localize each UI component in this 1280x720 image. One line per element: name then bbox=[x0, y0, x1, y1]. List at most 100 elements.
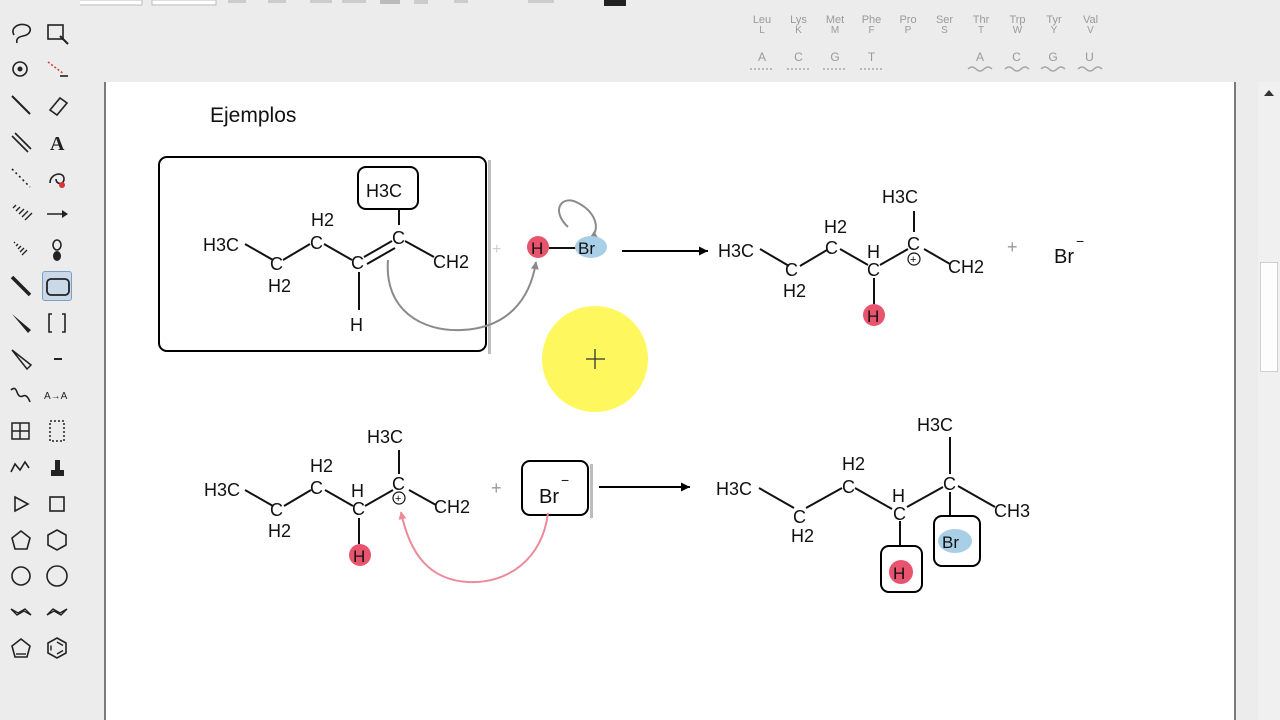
nucleotide-letter: T bbox=[867, 50, 876, 64]
bracket-icon bbox=[48, 312, 66, 333]
heading: Ejemplos bbox=[210, 104, 296, 127]
tool-wedge-bond[interactable] bbox=[6, 308, 36, 338]
svg-text:C: C bbox=[793, 507, 806, 527]
tool-pen[interactable] bbox=[42, 163, 72, 193]
lasso-icon bbox=[12, 23, 32, 44]
nucleotide-nucleotides_right-c[interactable]: C bbox=[1002, 50, 1032, 74]
scroll-thumb[interactable] bbox=[1260, 262, 1278, 372]
chair-1-icon bbox=[10, 608, 32, 617]
tool-hexagon-ring[interactable] bbox=[42, 525, 72, 555]
tool-multiple-bond[interactable] bbox=[6, 127, 36, 157]
tool-lasso[interactable] bbox=[6, 18, 36, 48]
tool-pentagon-ring[interactable] bbox=[6, 525, 36, 555]
vertical-scrollbar[interactable] bbox=[1258, 82, 1280, 720]
amino-acid-code: Met bbox=[825, 14, 845, 26]
tool-solid-bond[interactable] bbox=[6, 90, 36, 120]
nucleotide-nucleotides_left-g[interactable]: G bbox=[820, 50, 850, 74]
nucleotide-nucleotides_left-c[interactable]: C bbox=[784, 50, 814, 74]
amino-acid-code: Val bbox=[1082, 14, 1099, 26]
svg-text:C: C bbox=[893, 504, 906, 524]
tool-mass-fragment[interactable] bbox=[42, 54, 72, 84]
reactant-2-h: H bbox=[353, 547, 365, 566]
tool-stamp[interactable] bbox=[42, 452, 72, 482]
svg-text:H: H bbox=[892, 486, 905, 506]
svg-text:C: C bbox=[352, 499, 365, 519]
tool-cyclooctane[interactable] bbox=[42, 561, 72, 591]
tool-cyclopentadiene[interactable] bbox=[6, 633, 36, 663]
drawing-elements-icon bbox=[46, 278, 70, 297]
cyclopentadiene-icon bbox=[11, 638, 31, 659]
methyl-label: H3C bbox=[366, 181, 402, 201]
tool-dashed-bond[interactable] bbox=[6, 163, 36, 193]
hashed-bond-icon bbox=[12, 204, 33, 221]
tool-hollow-wedge[interactable] bbox=[6, 344, 36, 374]
reactant-selection-box[interactable] bbox=[158, 156, 487, 352]
dotted-strand-icon bbox=[859, 68, 884, 70]
tool-charge[interactable] bbox=[42, 344, 72, 374]
drawing-canvas[interactable]: Ejemplos H3C H2 C C H2 C C CH2 H H3C bbox=[104, 82, 1236, 720]
wedge-bond-icon bbox=[12, 313, 31, 333]
tool-arrow-tool[interactable] bbox=[42, 199, 72, 229]
tool-eraser[interactable] bbox=[42, 90, 72, 120]
carbocation-charge-2 bbox=[392, 491, 406, 505]
tool-bold-bond[interactable] bbox=[6, 271, 36, 301]
amino-acid-letter: W bbox=[1012, 25, 1023, 36]
multiple-bond-icon bbox=[11, 132, 32, 153]
hbr-br: Br bbox=[578, 239, 595, 258]
triangle-icon bbox=[14, 495, 30, 512]
nucleotide-nucleotides_left-a[interactable]: A bbox=[747, 50, 777, 74]
tool-chair-2[interactable] bbox=[42, 597, 72, 627]
tool-orbital[interactable] bbox=[42, 235, 72, 265]
tool-cycloheptane[interactable] bbox=[6, 561, 36, 591]
nucleotide-letter: G bbox=[830, 50, 840, 64]
amino-acid-code: Phe bbox=[861, 14, 882, 26]
amino-acid-code: Thr bbox=[972, 14, 990, 26]
tool-wavy-bond[interactable] bbox=[6, 380, 36, 410]
svg-text:CH3: CH3 bbox=[994, 501, 1030, 521]
nucleotide-nucleotides_left-t[interactable]: T bbox=[857, 50, 887, 74]
tool-bracket[interactable] bbox=[42, 308, 72, 338]
tool-structure-perspective[interactable] bbox=[6, 54, 36, 84]
stamp-icon bbox=[51, 460, 64, 477]
hexagon-ring-icon bbox=[47, 528, 67, 551]
solid-bond-icon bbox=[11, 95, 31, 116]
tool-table[interactable] bbox=[6, 416, 36, 446]
svg-text:CH2: CH2 bbox=[948, 257, 984, 277]
methyl-box[interactable] bbox=[357, 166, 419, 210]
reaction-2: H3C H2 C C H2 H C C H3C CH2 + H + Br − bbox=[204, 415, 1030, 593]
tool-benzene[interactable] bbox=[42, 633, 72, 663]
tool-atom-map[interactable]: A→A bbox=[42, 380, 72, 410]
tool-hashed-wedge[interactable] bbox=[6, 235, 36, 265]
tool-hashed-bond[interactable] bbox=[6, 199, 36, 229]
scroll-up-button[interactable] bbox=[1258, 82, 1280, 104]
tool-chair-1[interactable] bbox=[6, 597, 36, 627]
nucleotide-nucleotides_right-a[interactable]: A bbox=[965, 50, 995, 74]
tool-tlc-plate[interactable] bbox=[42, 416, 72, 446]
tool-square-ring[interactable] bbox=[42, 489, 72, 519]
tool-chain[interactable] bbox=[6, 452, 36, 482]
nucleotide-nucleotides_right-g[interactable]: G bbox=[1038, 50, 1068, 74]
svg-text:C: C bbox=[392, 228, 405, 248]
wavy-strand-icon bbox=[1040, 66, 1066, 72]
amino-acid-letter: K bbox=[795, 25, 802, 36]
plus-sign: + bbox=[1007, 237, 1018, 257]
tool-triangle[interactable] bbox=[6, 489, 36, 519]
carbocation-charge bbox=[907, 252, 921, 266]
bromide-box[interactable] bbox=[521, 460, 589, 516]
tool-text[interactable]: A bbox=[42, 127, 72, 157]
tool-drawing-elements[interactable] bbox=[42, 271, 72, 302]
nucleotide-nucleotides_right-u[interactable]: U bbox=[1075, 50, 1105, 74]
bromide-charge-2: − bbox=[561, 472, 569, 488]
tool-marquee[interactable] bbox=[42, 18, 72, 48]
